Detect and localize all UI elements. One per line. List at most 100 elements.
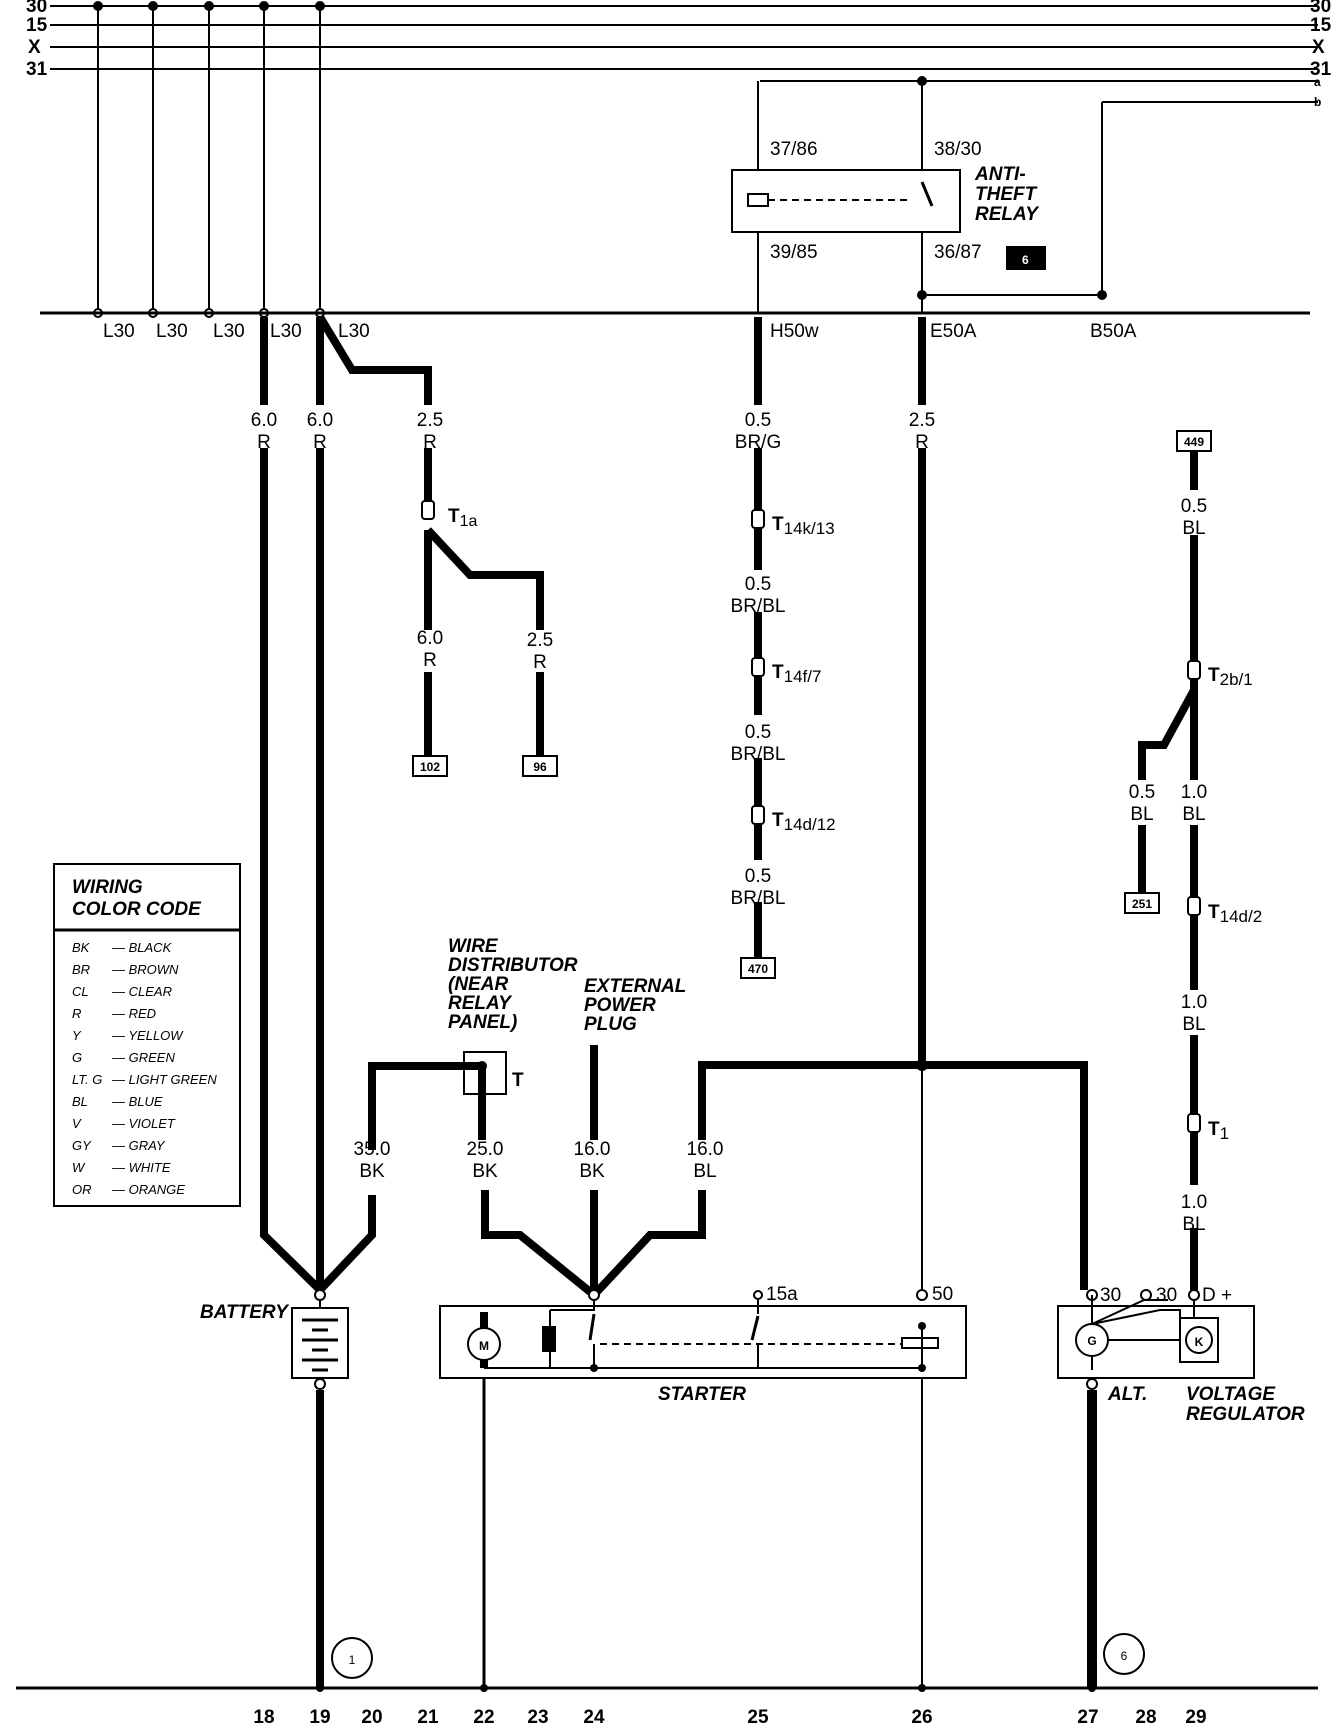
bus-label-15-left: 15 — [26, 15, 48, 36]
legend-color: — BLUE — [111, 1094, 163, 1109]
legend-color: — GREEN — [111, 1050, 175, 1065]
column-29-wire — [1138, 451, 1198, 1290]
relay-pin-39-85: 39/85 — [770, 242, 818, 263]
legend-color: — RED — [111, 1006, 156, 1021]
wire-size-w16: 35.0 — [354, 1139, 391, 1160]
relay-location-badge: 6 — [1022, 253, 1029, 267]
ref-470: 470 — [748, 962, 768, 976]
wire-size-w2: 6.0 — [307, 410, 333, 431]
bus-lines: 30 15 X 31 30 15 X 31 a b — [26, 0, 1332, 109]
wire-size-w1: 6.0 — [251, 410, 277, 431]
legend-color: — WHITE — [111, 1160, 171, 1175]
relay-pin-37-86: 37/86 — [770, 139, 818, 160]
ref-102: 102 — [420, 760, 440, 774]
bus-label-15-right: 15 — [1310, 15, 1332, 36]
external-plug-label-1: EXTERNAL — [584, 976, 686, 997]
column-number: 29 — [1185, 1707, 1206, 1728]
column-number: 23 — [527, 1707, 548, 1728]
wire-size-w15: 1.0 — [1181, 1192, 1207, 1213]
anti-theft-relay: 37/86 38/30 39/85 36/87 ANTI- THEFT RELA… — [731, 76, 1107, 313]
starter-feed-wires — [481, 1190, 706, 1299]
wire-size-w17: 25.0 — [467, 1139, 504, 1160]
l30-label-3: L30 — [213, 321, 245, 342]
connector-t1: T1 — [1208, 1119, 1229, 1143]
l30-label-1: L30 — [103, 321, 135, 342]
l30-drops — [93, 1, 325, 318]
wire-size-w7: 0.5 — [745, 574, 771, 595]
wire-color-w16: BK — [359, 1161, 385, 1182]
external-plug-label-3: PLUG — [584, 1014, 637, 1035]
legend-color: — YELLOW — [111, 1028, 184, 1043]
l30-label-4: L30 — [270, 321, 302, 342]
bus-label-30-left: 30 — [26, 0, 47, 17]
legend-code: BL — [72, 1094, 88, 1109]
wire-distributor-t: T — [512, 1070, 524, 1091]
legend-code: R — [72, 1006, 81, 1021]
legend-code: BR — [72, 962, 90, 977]
alternator — [1057, 1289, 1255, 1688]
starter-label: STARTER — [658, 1384, 746, 1405]
alt-terminal-d: D + — [1202, 1285, 1232, 1306]
legend-color: — BROWN — [111, 962, 179, 977]
battery — [291, 1289, 349, 1688]
external-plug-label-2: POWER — [584, 995, 656, 1016]
relay-pin-36-87: 36/87 — [934, 242, 982, 263]
relay-name-3: RELAY — [975, 204, 1040, 225]
wire-size-w5: 2.5 — [527, 630, 553, 651]
wire-color-w9: BR/BL — [731, 888, 786, 909]
legend-color: — BLACK — [111, 940, 173, 955]
wire-distributor-label-4: RELAY — [448, 993, 513, 1014]
legend-title-1: WIRING — [72, 877, 143, 898]
wire-size-w12: 0.5 — [1129, 782, 1155, 803]
ground-ref-1: 1 — [349, 1653, 356, 1667]
wire-color-w2: R — [313, 432, 327, 453]
wire-size-w19: 16.0 — [687, 1139, 724, 1160]
starter-terminal-50: 50 — [932, 1284, 953, 1305]
ref-251: 251 — [1132, 897, 1152, 911]
battery-label: BATTERY — [200, 1302, 290, 1323]
connector-t14d12: T14d/12 — [772, 810, 836, 834]
column-26-wire — [698, 317, 1088, 1290]
legend-code: GY — [72, 1138, 92, 1153]
l30-label-2: L30 — [156, 321, 188, 342]
wire-color-w6: BR/G — [735, 432, 781, 453]
legend-color: — VIOLET — [111, 1116, 176, 1131]
bus-label-31-left: 31 — [26, 59, 48, 80]
bus-label-b: b — [1314, 95, 1321, 109]
wire-color-w1: R — [257, 432, 271, 453]
legend-color: — CLEAR — [111, 984, 172, 999]
wire-color-w7: BR/BL — [731, 596, 786, 617]
starter-motor-symbol: M — [479, 1339, 489, 1353]
connector-h50w: H50w — [770, 321, 819, 342]
relay-name-1: ANTI- — [974, 164, 1026, 185]
wire-distributor — [368, 1051, 507, 1150]
wire-color-w5: R — [533, 652, 547, 673]
wire-color-w12: BL — [1130, 804, 1153, 825]
wire-color-w13: BL — [1182, 804, 1205, 825]
column-number: 27 — [1077, 1707, 1098, 1728]
wire-color-w15: BL — [1182, 1214, 1205, 1235]
voltage-regulator-label-2: REGULATOR — [1186, 1404, 1305, 1425]
wire-size-w13: 1.0 — [1181, 782, 1207, 803]
relay-name-2: THEFT — [975, 184, 1038, 205]
wire-size-w6: 0.5 — [745, 410, 771, 431]
wire-color-w4: R — [423, 650, 437, 671]
wire-distributor-label-1: WIRE — [448, 936, 499, 957]
connector-t14d2: T14d/2 — [1208, 902, 1262, 926]
legend-code: Y — [72, 1028, 82, 1043]
legend-title-2: COLOR CODE — [72, 899, 202, 920]
voltage-regulator-label-1: VOLTAGE — [1186, 1384, 1276, 1405]
wire-size-w9: 0.5 — [745, 866, 771, 887]
ground-ref-6: 6 — [1121, 1649, 1128, 1663]
bus-label-30-right: 30 — [1310, 0, 1331, 17]
wire-distributor-label-2: DISTRIBUTOR — [448, 955, 578, 976]
wire-color-w19: BL — [693, 1161, 716, 1182]
connector-t14f: T14f/7 — [772, 662, 821, 686]
legend-color: — LIGHT GREEN — [111, 1072, 217, 1087]
legend-code: V — [72, 1116, 82, 1131]
connector-t14k: T14k/13 — [772, 514, 835, 538]
connector-t2b: T2b/1 — [1208, 665, 1253, 689]
